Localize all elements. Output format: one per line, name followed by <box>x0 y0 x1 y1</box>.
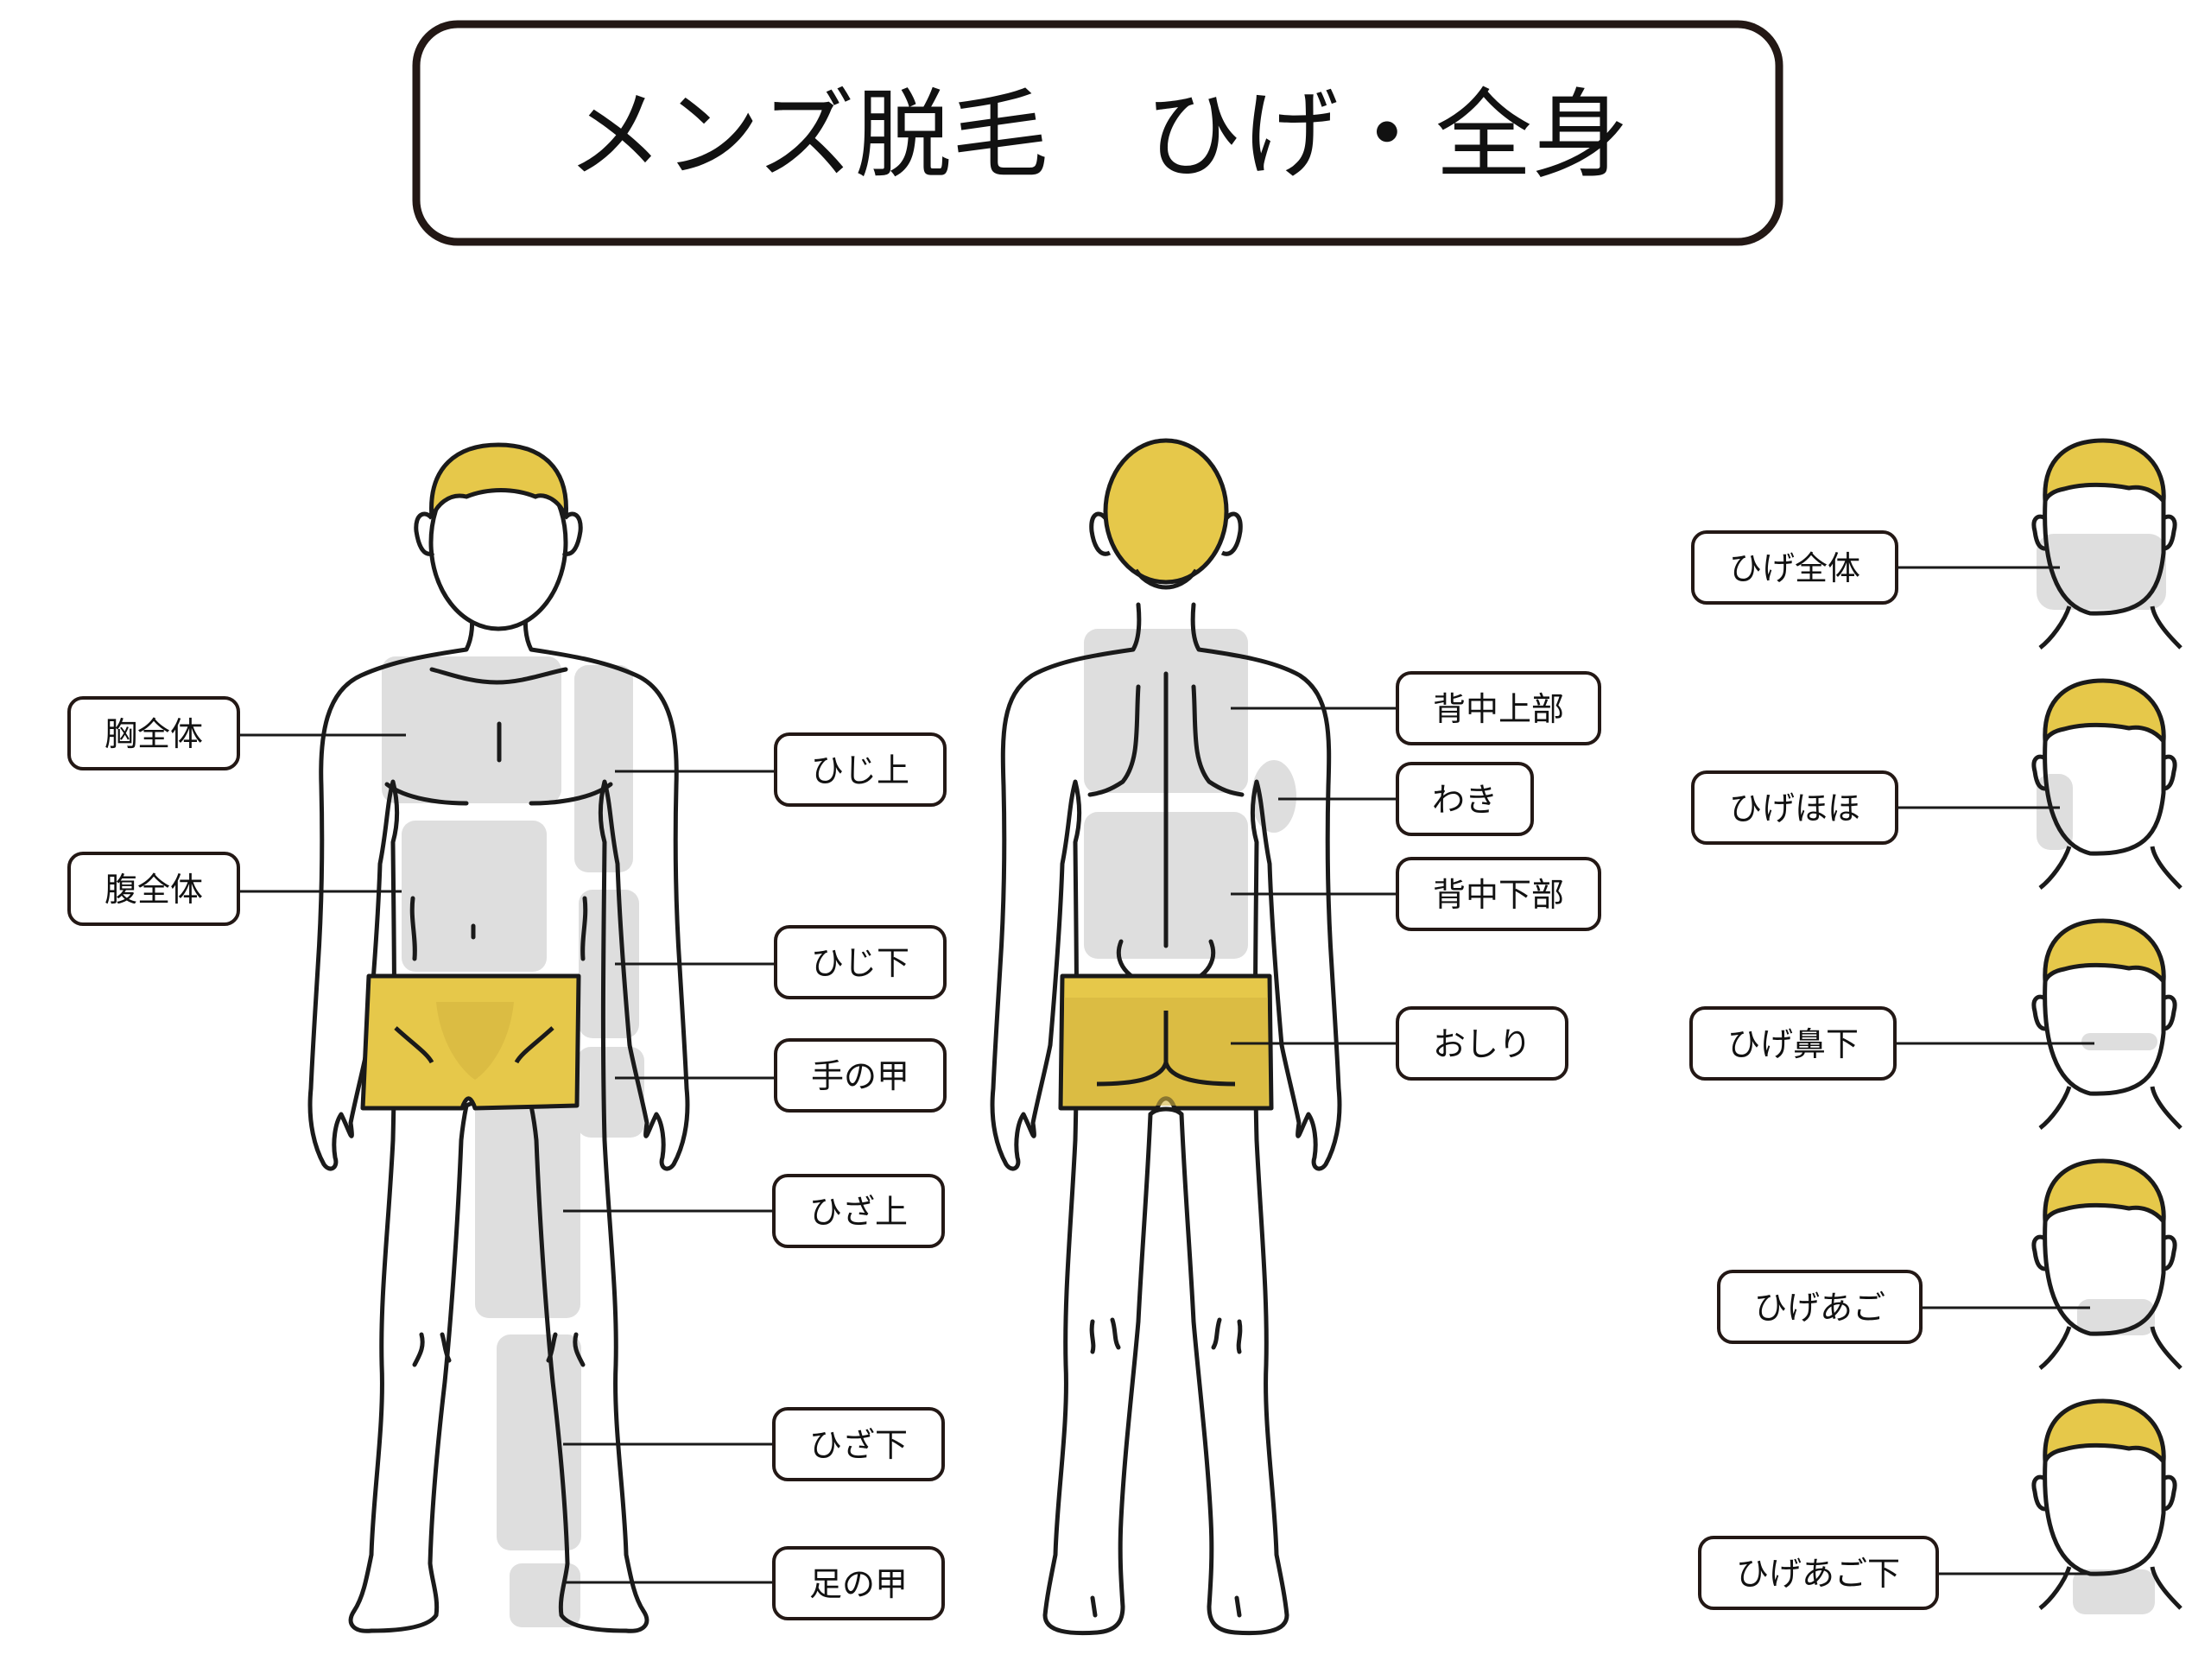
face-head-under-chin <box>2031 1398 2182 1614</box>
title-box: メンズ脱毛 ひげ・全身 <box>412 20 1783 246</box>
label-under-chin: ひげあご下 <box>1736 1555 1900 1593</box>
face-head-under-nose <box>2031 918 2182 1130</box>
label-cheek: ひげほほ <box>1729 789 1860 827</box>
label-full-beard: ひげ全体 <box>1729 549 1860 587</box>
front-body-outline-right <box>523 602 690 1633</box>
label-forearm: ひじ下 <box>811 944 909 982</box>
label-thigh: ひざ上 <box>809 1193 908 1231</box>
front-figure <box>307 602 690 1633</box>
face-head-chin <box>2031 1158 2182 1370</box>
label-chin: ひげあご <box>1754 1289 1885 1327</box>
label-foot: 足の甲 <box>809 1565 908 1603</box>
back-figure <box>990 602 1342 1636</box>
label-lower-back: 背中下部 <box>1433 876 1564 914</box>
callout-lines <box>240 566 2094 1584</box>
back-underwear <box>1058 973 1274 1111</box>
face-head-cheek <box>2031 678 2182 890</box>
label-abdomen: 腹全体 <box>105 871 203 909</box>
label-boxes <box>67 530 1939 1620</box>
label-shin: ひざ下 <box>809 1426 908 1464</box>
label-under-nose: ひげ鼻下 <box>1727 1025 1859 1063</box>
back-body-outline-right <box>1179 602 1342 1636</box>
front-highlight-zones <box>382 656 644 1627</box>
face-head-full-beard <box>2031 438 2182 650</box>
page-title: メンズ脱毛 ひげ・全身 <box>567 79 1629 192</box>
label-hand: 手の甲 <box>811 1057 909 1095</box>
back-body-outline-left <box>990 602 1153 1636</box>
face-heads <box>2031 438 2182 1614</box>
front-underwear <box>360 973 581 1111</box>
back-highlight-zones <box>1084 629 1296 959</box>
label-upper-back: 背中上部 <box>1433 690 1564 728</box>
label-armpit: わき <box>1432 781 1498 819</box>
label-chest: 胸全体 <box>105 715 203 753</box>
front-head <box>414 442 583 631</box>
label-buttocks: おしり <box>1433 1025 1531 1063</box>
back-head <box>1089 438 1243 590</box>
label-upper-arm: ひじ上 <box>811 751 909 789</box>
label-texts: 胸全体 腹全体 ひじ上 ひじ下 手の甲 ひざ上 ひざ下 足の甲 背中上部 わき … <box>105 549 1900 1603</box>
front-body-outline <box>307 602 475 1633</box>
